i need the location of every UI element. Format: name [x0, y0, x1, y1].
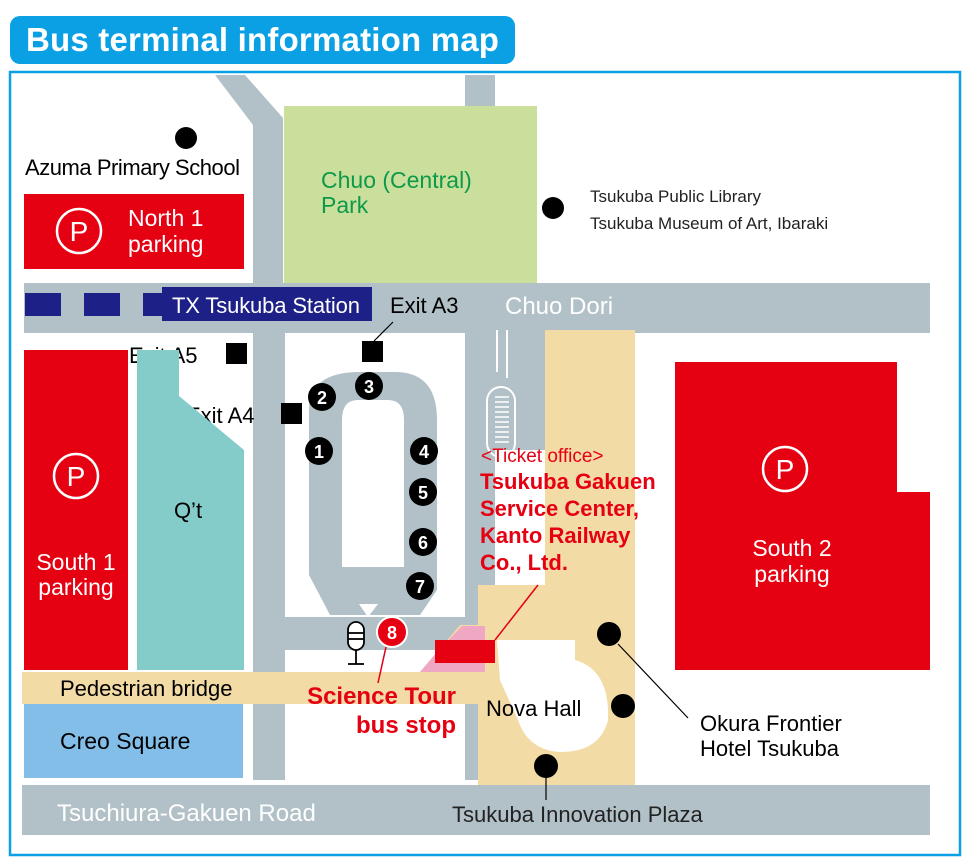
svg-text:6: 6: [418, 533, 428, 553]
svg-text:3: 3: [364, 377, 374, 397]
ticket-office-building: [435, 640, 495, 663]
bus-stop-5[interactable]: 5: [409, 478, 437, 506]
library-marker: [542, 197, 564, 219]
park-label-line1: Chuo (Central): [321, 167, 472, 193]
creo-square-label: Creo Square: [60, 728, 190, 754]
svg-text:P: P: [776, 454, 795, 485]
science-tour-leader: [377, 646, 387, 684]
qt-building: [137, 350, 244, 670]
south2-parking: [675, 362, 930, 670]
science-tour-label-line1: Science Tour: [307, 683, 456, 710]
pedestrian-bridge-label: Pedestrian bridge: [60, 676, 232, 701]
library-label: Tsukuba Public Library: [590, 187, 762, 206]
road-center-ramp: [495, 330, 545, 450]
south1-label-line1: South 1: [36, 549, 115, 575]
bus-stop-6[interactable]: 6: [409, 528, 437, 556]
chuo-central-park: [284, 106, 537, 283]
title-badge: [10, 16, 515, 64]
south2-label-line2: parking: [754, 561, 829, 587]
ticket-office-heading: <Ticket office>: [481, 446, 604, 467]
south2-label-line1: South 2: [752, 535, 831, 561]
north1-label-line2: parking: [128, 231, 203, 257]
page-title: Bus terminal information map: [26, 21, 500, 58]
exit-a4-marker: [281, 403, 302, 424]
museum-label: Tsukuba Museum of Art, Ibaraki: [590, 214, 828, 233]
svg-text:4: 4: [419, 442, 429, 462]
innovation-plaza-marker: [534, 754, 558, 778]
svg-text:8: 8: [387, 623, 397, 643]
svg-text:7: 7: [415, 577, 425, 597]
bus-stop-8[interactable]: 8: [376, 616, 408, 648]
exit-a3-marker: [362, 341, 383, 362]
bus-rotary: [309, 372, 437, 617]
ticket-office-line3: Kanto Railway: [480, 523, 631, 548]
svg-text:1: 1: [314, 442, 324, 462]
bus-stops: 1 2 3 4 5 6 7 8: [305, 372, 438, 648]
svg-text:2: 2: [317, 388, 327, 408]
creo-square: [24, 704, 243, 778]
north1-label-line1: North 1: [128, 205, 203, 231]
south2-parking-icon: [761, 445, 809, 493]
exit-a5-marker: [226, 343, 247, 364]
ticket-office-line2: Service Center,: [480, 496, 639, 521]
road-tsuchiura-gakuen: [22, 785, 930, 835]
ticket-office-line4: Co., Ltd.: [480, 550, 568, 575]
bus-stop-1[interactable]: 1: [305, 437, 333, 465]
exit-a3-label: Exit A3: [390, 293, 458, 318]
rotary-island: [342, 400, 404, 567]
nova-hall-marker: [611, 694, 635, 718]
pedestrian-bridge: [22, 672, 482, 704]
bus-stop-pole-icon: [347, 621, 365, 665]
park-label-line2: Park: [321, 192, 369, 218]
nova-hall-area: [497, 640, 609, 752]
svg-text:P: P: [70, 216, 89, 247]
tsuchiura-gakuen-label: Tsuchiura-Gakuen Road: [57, 800, 316, 827]
hotel-marker: [597, 622, 621, 646]
hotel-label-line2: Hotel Tsukuba: [700, 736, 840, 761]
bus-stop-4[interactable]: 4: [410, 437, 438, 465]
svg-text:P: P: [67, 461, 86, 492]
south1-parking-icon: [52, 452, 100, 500]
north1-parking: [24, 194, 244, 269]
station-label: TX Tsukuba Station: [172, 293, 360, 318]
tx-rail-line: [25, 293, 179, 316]
azuma-school-label: Azuma Primary School: [25, 155, 240, 180]
south1-parking: [24, 350, 128, 670]
road-northwest: [215, 75, 283, 285]
tx-tsukuba-station: [162, 287, 372, 321]
north1-parking-icon: [55, 207, 103, 255]
svg-text:5: 5: [418, 483, 428, 503]
road-west-vertical: [253, 330, 285, 780]
south1-label-line2: parking: [38, 574, 113, 600]
nova-hall-label: Nova Hall: [486, 696, 581, 721]
azuma-school-marker: [175, 127, 197, 149]
innovation-plaza-label: Tsukuba Innovation Plaza: [452, 802, 703, 827]
bus-stop-7[interactable]: 7: [406, 572, 434, 600]
bus-stop-2[interactable]: 2: [308, 383, 336, 411]
stairs-structure: [486, 330, 516, 458]
qt-label: Q’t: [174, 498, 202, 523]
ticket-office-leader: [494, 584, 539, 641]
ticket-office-line1: Tsukuba Gakuen: [480, 469, 656, 494]
hotel-label-line1: Okura Frontier: [700, 711, 842, 736]
bus-stop-3[interactable]: 3: [355, 372, 383, 400]
science-tour-label-line2: bus stop: [356, 712, 456, 739]
chuo-dori-label: Chuo Dori: [505, 293, 613, 320]
